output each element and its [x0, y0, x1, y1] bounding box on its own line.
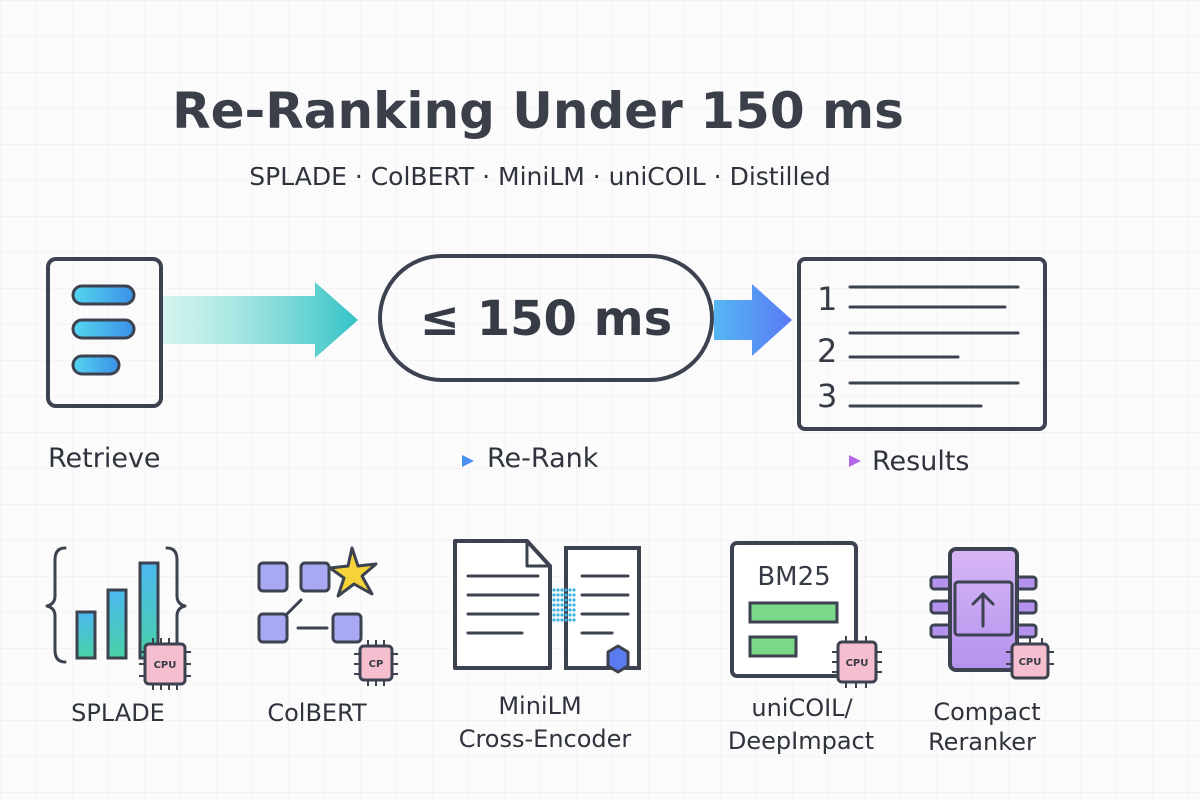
model-label-reranker: Reranker: [928, 728, 1036, 756]
cpu-chip-icon: CPU: [1006, 638, 1054, 680]
page-subtitle: SPLADE · ColBERT · MiniLM · uniCOIL · Di…: [249, 162, 830, 191]
hexagon-icon: [606, 644, 630, 674]
compact-reranker-chip-icon: [929, 547, 1038, 672]
model-label-compact: Compact: [933, 698, 1040, 726]
latency-pill: ≤ 150 ms: [378, 254, 714, 382]
cpu-chip-icon: CPU: [139, 638, 191, 690]
cpu-chip-icon: CP: [354, 640, 398, 686]
svg-text:CPU: CPU: [154, 660, 177, 671]
flow-line-blue: [228, 455, 474, 467]
page-title: Re-Ranking Under 150 ms: [172, 82, 904, 140]
stage-label-retrieve: Retrieve: [48, 443, 161, 474]
stage-label-rerank: Re-Rank: [487, 443, 599, 474]
svg-text:CPU: CPU: [846, 658, 869, 669]
cpu-chip-icon: CPU: [832, 636, 882, 688]
model-label-deepimpact: DeepImpact: [728, 727, 874, 755]
spark-star-icon: [328, 546, 378, 598]
rerank-to-results-arrow: [714, 284, 792, 356]
svg-text:CP: CP: [369, 659, 384, 670]
unicoil-bm25-icon: BM25: [730, 541, 858, 678]
model-label-colbert: ColBERT: [267, 699, 367, 727]
model-label-splade: SPLADE: [71, 699, 165, 727]
rank-number: 2: [817, 332, 837, 370]
model-label-unicoil: uniCOIL/: [751, 694, 853, 722]
minilm-cross-encoder-icon: [453, 539, 641, 670]
stage-label-results: Results: [872, 446, 970, 477]
colbert-late-interaction-icon: [257, 561, 363, 644]
rank-number: 3: [817, 377, 837, 415]
bm25-label: BM25: [757, 562, 830, 592]
svg-text:CPU: CPU: [1019, 657, 1042, 668]
retrieve-document-icon: [46, 257, 163, 408]
model-label-minilm: MiniLM: [498, 692, 581, 720]
retrieve-to-rerank-arrow: [163, 282, 358, 358]
results-list-icon: 1 2 3: [797, 257, 1047, 431]
model-label-cross-encoder: Cross-Encoder: [459, 725, 632, 753]
latency-label: ≤ 150 ms: [420, 291, 672, 347]
flow-line-purple: [635, 455, 861, 467]
rank-number: 1: [817, 280, 837, 318]
